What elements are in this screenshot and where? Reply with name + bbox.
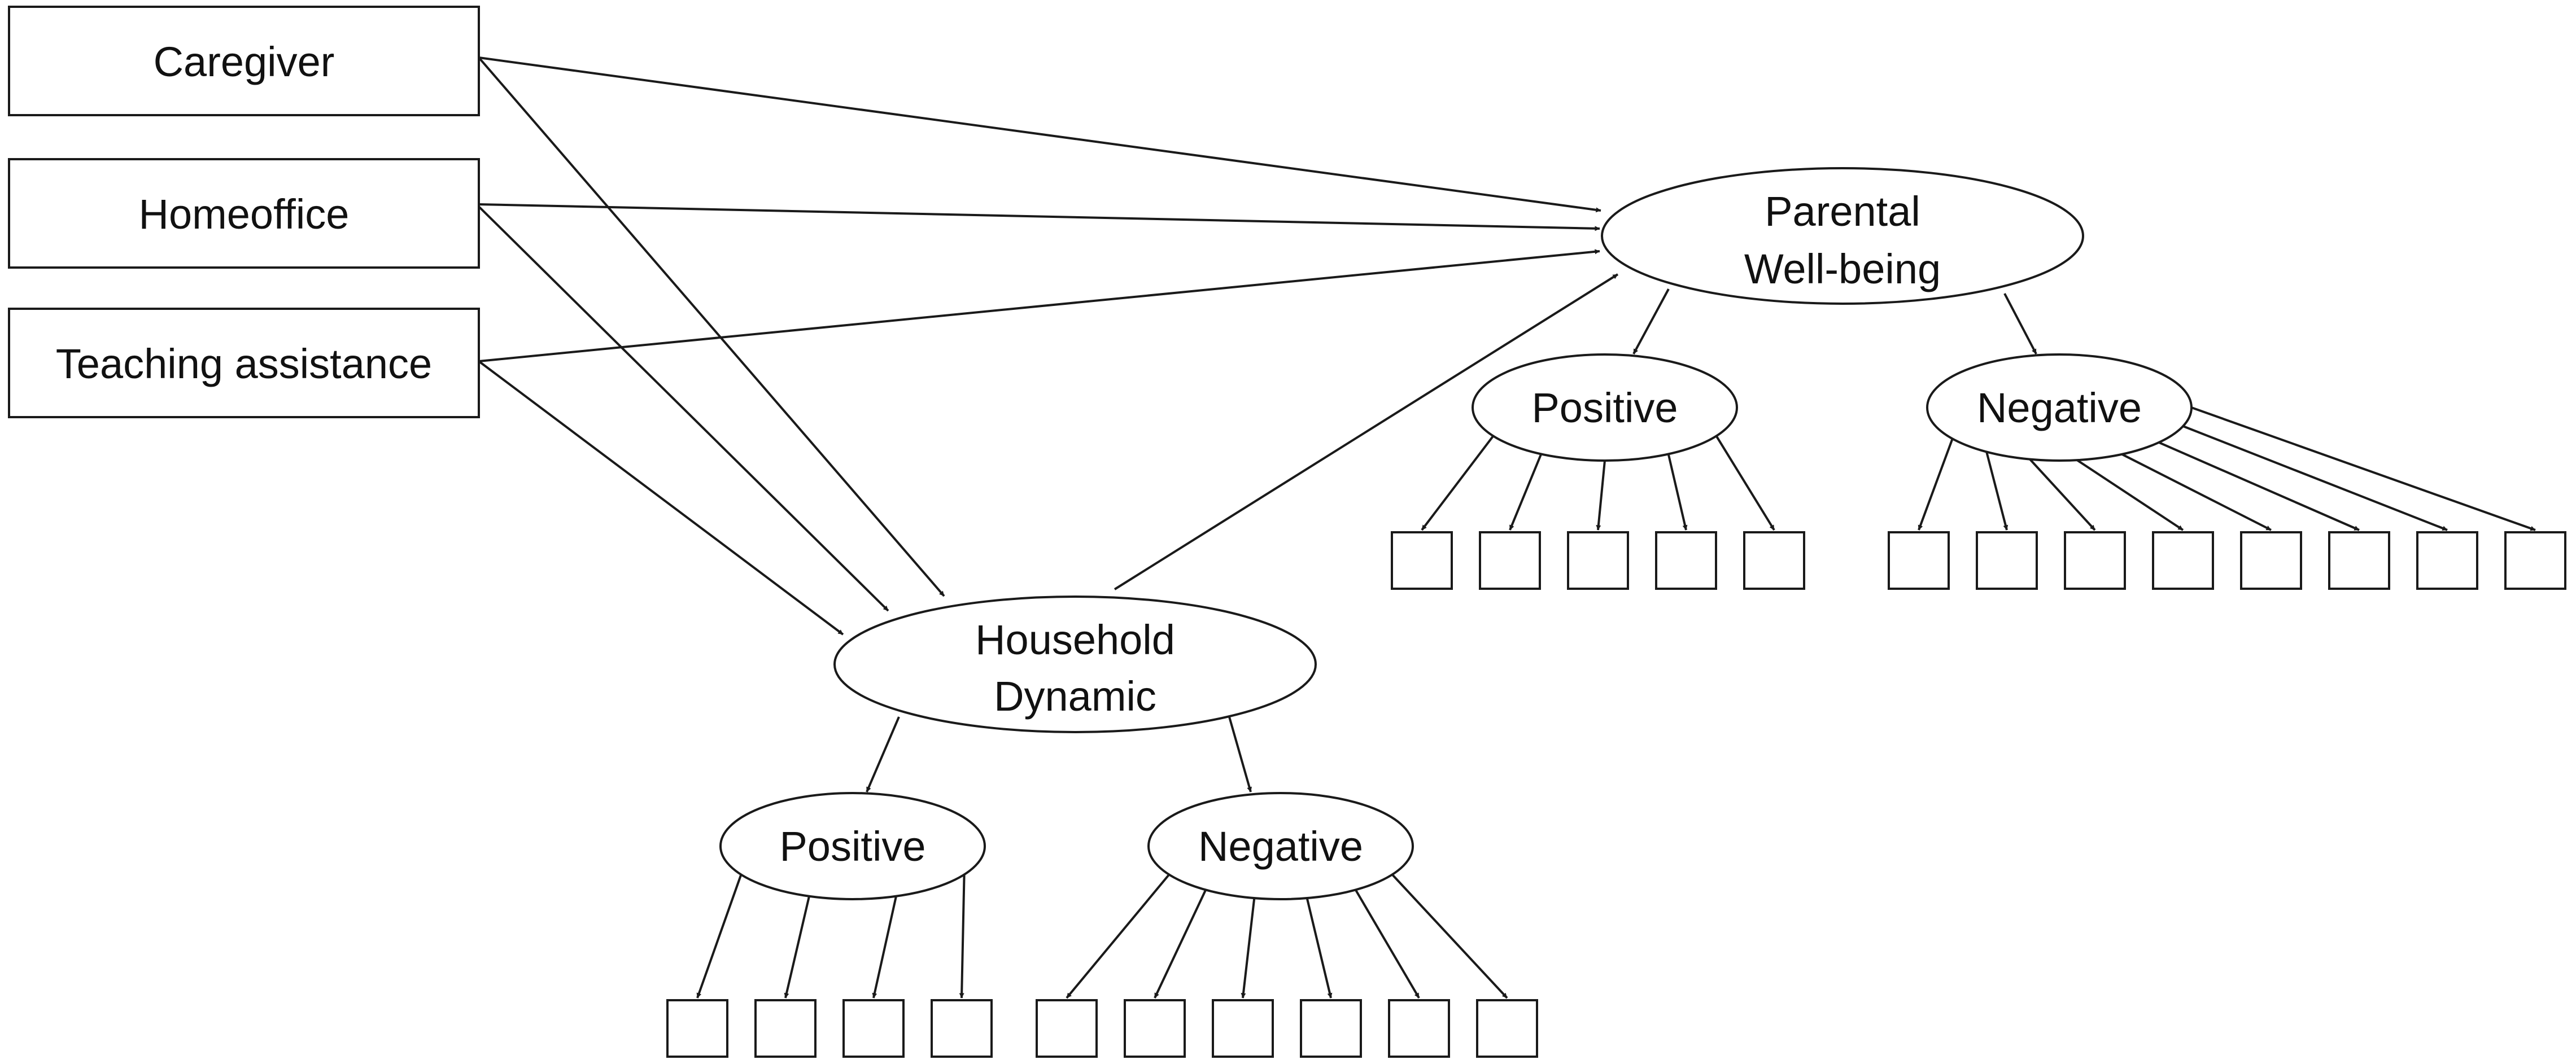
indicator-parental_positive-5 (1743, 531, 1805, 590)
indicator-parental_negative-7 (2416, 531, 2478, 590)
arrow-parental_negative-to-indicator-5 (2121, 453, 2272, 531)
arrow-parental_negative-to-indicator-3 (2029, 458, 2096, 531)
indicator-household_negative-6 (1476, 999, 1538, 1058)
indicator-household_positive-2 (754, 999, 817, 1058)
latent-parental-well-being: Parental Well-being (1601, 167, 2084, 305)
arrow-household-to-parental (1114, 273, 1619, 590)
indicator-parental_negative-3 (2064, 531, 2126, 590)
arrow-household_positive-to-indicator-4 (959, 874, 966, 999)
arrow-household_positive-to-indicator-2 (784, 896, 810, 999)
indicator-household_positive-1 (666, 999, 728, 1058)
factor-parental-positive: Positive (1472, 353, 1738, 462)
arrow-parental_negative-to-indicator-1 (1918, 438, 1954, 531)
household-positive-label: Positive (779, 823, 925, 870)
indicator-parental_negative-1 (1888, 531, 1950, 590)
indicator-household_negative-1 (1036, 999, 1098, 1058)
predictor-caregiver: Caregiver (8, 6, 480, 116)
arrow-parental_negative-to-indicator-7 (2182, 425, 2448, 531)
path-arrows (478, 56, 2536, 999)
parental-positive-label: Positive (1531, 384, 1678, 431)
predictor-homeoffice-label: Homeoffice (139, 191, 350, 238)
household-label-line1: Household (975, 616, 1175, 663)
indicator-parental_negative-5 (2240, 531, 2302, 590)
arrow-parental_positive-to-indicator-3 (1596, 460, 1606, 531)
arrow-household_positive-to-indicator-1 (696, 874, 743, 999)
arrow-caregiver-to-household (478, 56, 945, 597)
arrow-caregiver-to-parental (478, 56, 1601, 213)
indicator-household_negative-5 (1388, 999, 1450, 1058)
predictor-caregiver-label: Caregiver (154, 38, 335, 85)
arrow-household_positive-to-indicator-3 (872, 896, 897, 999)
arrow-parental_positive-to-indicator-1 (1421, 435, 1494, 531)
arrow-household_negative-to-indicator-6 (1391, 874, 1508, 999)
arrow-parental_negative-to-indicator-8 (2191, 406, 2536, 531)
indicator-parental_positive-3 (1567, 531, 1629, 590)
indicator-parental_negative-8 (2504, 531, 2566, 590)
latent-household-dynamic: Household Dynamic (833, 596, 1317, 733)
arrow-parental_positive-to-indicator-2 (1509, 453, 1543, 531)
nodes: Caregiver Homeoffice Teaching assistance… (8, 6, 2193, 900)
arrow-parental_negative-to-indicator-2 (1985, 451, 2009, 531)
predictor-homeoffice: Homeoffice (8, 158, 480, 269)
arrow-parental_positive-to-indicator-4 (1667, 453, 1688, 531)
arrow-teaching-to-household (478, 360, 844, 636)
parental-label-line2: Well-being (1744, 246, 1941, 292)
parental-label-line1: Parental (1765, 188, 1920, 235)
factor-household-negative: Negative (1147, 792, 1414, 900)
arrow-household_negative-to-indicator-3 (1241, 897, 1256, 999)
indicator-parental_positive-1 (1391, 531, 1453, 590)
factor-household-positive: Positive (719, 792, 986, 900)
parental-negative-label: Negative (1977, 384, 2142, 431)
arrow-household_negative-to-indicator-1 (1066, 874, 1170, 999)
factor-parental-negative: Negative (1926, 353, 2193, 462)
arrow-parental-to-parental_positive (1632, 288, 1670, 354)
arrow-parental-to-parental_negative (2003, 293, 2037, 354)
arrow-homeoffice-to-household (478, 205, 889, 612)
predictor-teaching-assistance-label: Teaching assistance (56, 340, 432, 387)
indicator-parental_positive-4 (1655, 531, 1717, 590)
arrow-household_negative-to-indicator-5 (1354, 889, 1420, 999)
predictor-teaching-assistance: Teaching assistance (8, 308, 480, 418)
indicator-boxes (666, 531, 2566, 1058)
indicator-parental_negative-4 (2152, 531, 2214, 590)
indicator-parental_negative-6 (2328, 531, 2390, 590)
arrow-parental_negative-to-indicator-4 (2076, 459, 2184, 531)
indicator-household_positive-4 (931, 999, 993, 1058)
household-negative-label: Negative (1198, 823, 1363, 870)
arrow-household-to-household_positive (866, 716, 900, 792)
arrow-parental_negative-to-indicator-6 (2158, 441, 2360, 531)
indicator-household_negative-4 (1300, 999, 1362, 1058)
arrow-parental_positive-to-indicator-5 (1715, 435, 1775, 531)
arrow-household_negative-to-indicator-2 (1154, 889, 1207, 999)
indicator-household_negative-2 (1124, 999, 1186, 1058)
household-label-line2: Dynamic (994, 673, 1156, 720)
arrow-household-to-household_negative (1228, 716, 1252, 792)
indicator-parental_positive-2 (1479, 531, 1541, 590)
arrow-teaching-to-parental (478, 249, 1600, 362)
indicator-household_positive-3 (842, 999, 905, 1058)
arrow-homeoffice-to-parental (478, 203, 1600, 231)
indicator-parental_negative-2 (1976, 531, 2038, 590)
arrow-household_negative-to-indicator-4 (1306, 897, 1333, 999)
indicator-household_negative-3 (1212, 999, 1274, 1058)
